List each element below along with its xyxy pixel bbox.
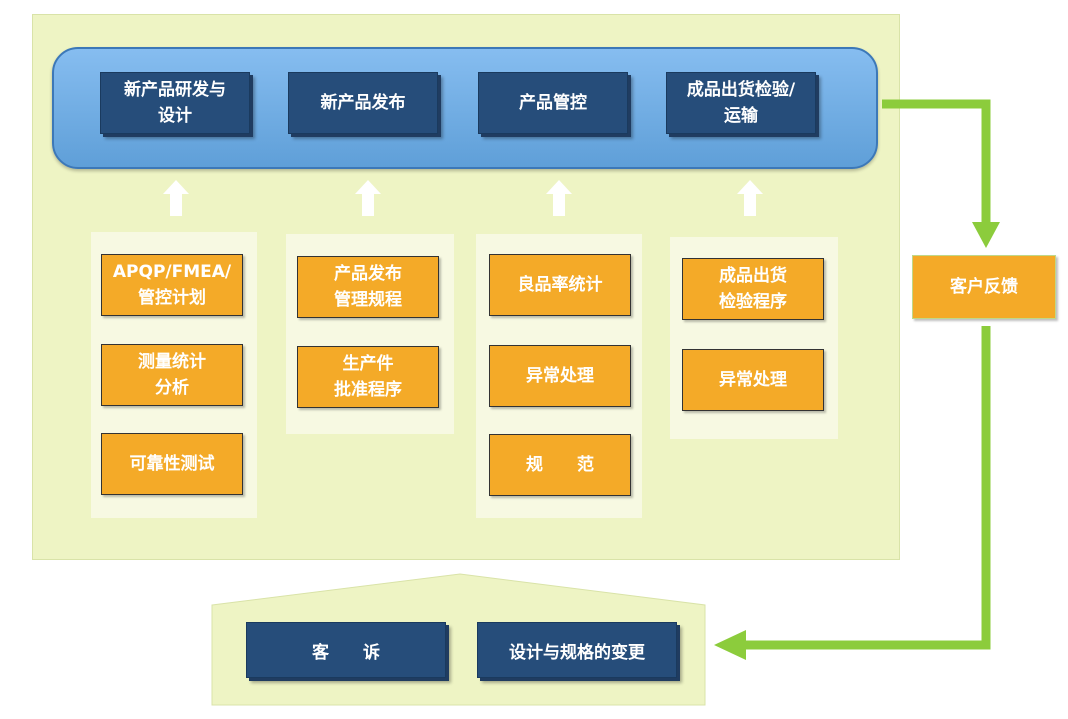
up-arrow-icon — [546, 180, 572, 216]
stage-shipping: 成品出货检验/ 运输 — [666, 72, 816, 134]
box-yield: 良品率统计 — [489, 254, 631, 316]
box-inspection-procedure: 成品出货 检验程序 — [682, 258, 824, 320]
stage-design: 新产品研发与 设计 — [100, 72, 250, 134]
box-complaint: 客 诉 — [246, 622, 446, 678]
box-ppap: 生产件 批准程序 — [297, 346, 439, 408]
box-spec-change: 设计与规格的变更 — [477, 622, 677, 678]
box-standards: 规 范 — [489, 434, 631, 496]
arrow-left-icon — [714, 630, 746, 660]
box-measurement: 测量统计 分析 — [101, 344, 243, 406]
box-reliability: 可靠性测试 — [101, 433, 243, 495]
up-arrow-icon — [163, 180, 189, 216]
box-customer-feedback: 客户反馈 — [912, 255, 1056, 319]
stage-control: 产品管控 — [478, 72, 628, 134]
up-arrow-icon — [355, 180, 381, 216]
stage-release: 新产品发布 — [288, 72, 438, 134]
box-exception-handling: 异常处理 — [489, 345, 631, 407]
up-arrow-icon — [737, 180, 763, 216]
box-exception-handling-shipping: 异常处理 — [682, 349, 824, 411]
box-release-procedure: 产品发布 管理规程 — [297, 256, 439, 318]
box-apqp: APQP/FMEA/ 管控计划 — [101, 254, 243, 316]
arrow-down-icon — [972, 222, 1000, 248]
